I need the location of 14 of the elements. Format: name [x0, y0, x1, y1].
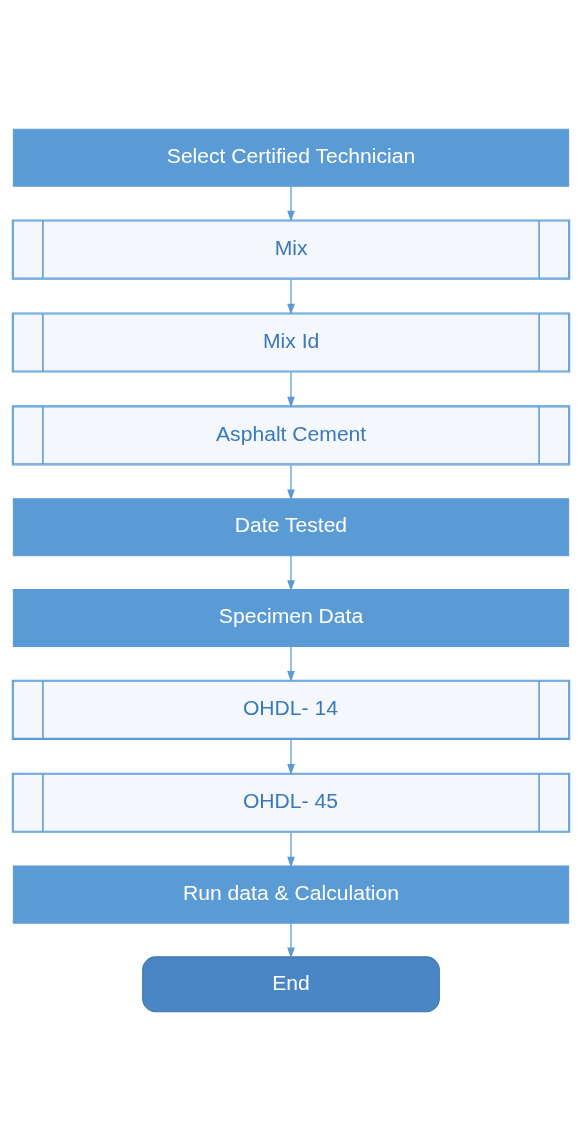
arrow [287, 371, 295, 408]
node-box: Specimen Data [12, 588, 570, 648]
arrow [287, 464, 295, 501]
arrow [287, 646, 295, 682]
node-box: End [142, 956, 440, 1013]
arrow [287, 922, 295, 959]
node-box: Run data & Calculation [12, 865, 570, 924]
arrow [287, 832, 295, 868]
node-box: Select Certified Technician [12, 128, 570, 187]
arrow [287, 739, 295, 776]
arrow [287, 278, 295, 315]
arrow [287, 186, 295, 222]
node-box: Date Tested [12, 498, 570, 557]
arrow [287, 555, 295, 592]
